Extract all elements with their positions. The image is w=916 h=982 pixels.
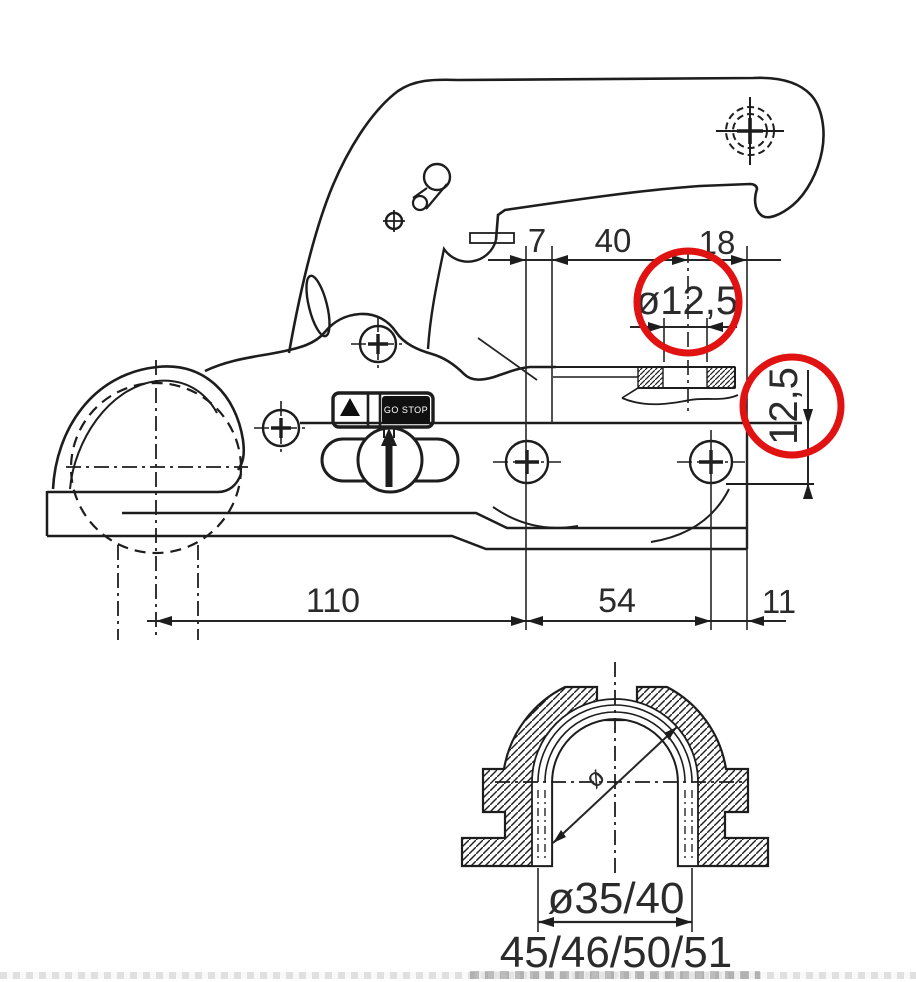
up-arrow-icon [381, 428, 397, 446]
dim-11: 11 [762, 583, 796, 620]
body-top-outline [204, 312, 556, 381]
socket-front [45, 473, 243, 536]
dimension-arrows [648, 322, 723, 332]
wing-handle [320, 426, 460, 494]
latch-tooth [469, 232, 515, 244]
highlight-circle-vertical-offset [739, 353, 845, 459]
gusset-edge [477, 337, 538, 381]
latch-pawl [426, 239, 498, 350]
saddle-arc-left [492, 506, 579, 529]
ball-socket-dome-outer [51, 365, 246, 490]
mount-bolt-hole-left [493, 439, 561, 485]
warning-triangle-icon [340, 398, 360, 416]
body-hole-lower [254, 401, 308, 455]
dim-bore-diameter: ø35/40 [548, 874, 685, 923]
dim-7: 7 [528, 222, 546, 259]
drawbar-upper-edge [122, 511, 747, 530]
extension-lines [525, 246, 748, 630]
dim-40: 40 [595, 222, 632, 259]
drawbar-lower-edge [47, 534, 747, 551]
dim-vertical-offset: 12,5 [762, 367, 806, 445]
saddle-arc-right [650, 488, 730, 543]
highlight-circle-hole-diameter [633, 247, 743, 357]
bore-diagonal-dim [552, 726, 678, 844]
dim-110: 110 [306, 582, 360, 620]
keyhole-icon [411, 162, 452, 212]
clamp-section-view: ø ø35/40 45/46/50/51 [460, 662, 770, 977]
diameter-symbol: ø [578, 761, 611, 794]
pivot-slot [305, 274, 331, 338]
clamp-plate-section [553, 366, 739, 406]
dimension-arrows [538, 917, 692, 927]
dim-54: 54 [598, 582, 636, 620]
label-text-panel [382, 396, 430, 424]
scan-artifact [0, 972, 916, 979]
dim-hole-diameter: ø12,5 [636, 279, 738, 323]
screw-cross-icon [383, 210, 405, 232]
body-hole-upper [351, 317, 405, 371]
dimension-arrows [510, 255, 747, 265]
dim-shaft-diameters: 45/46/50/51 [500, 928, 732, 977]
coupling-side-view: GO STOP [45, 76, 825, 640]
bore-wall-dashes [537, 790, 693, 862]
ball-socket-dome-inner [69, 379, 218, 490]
side-view-dimensions: 7 40 18 ø12,5 12,5 110 54 11 [147, 222, 845, 630]
handle-bolt-hole [716, 97, 784, 165]
scan-artifact [470, 971, 760, 979]
handle-outline [287, 76, 825, 354]
indicator-label-text: GO STOP [384, 405, 428, 415]
